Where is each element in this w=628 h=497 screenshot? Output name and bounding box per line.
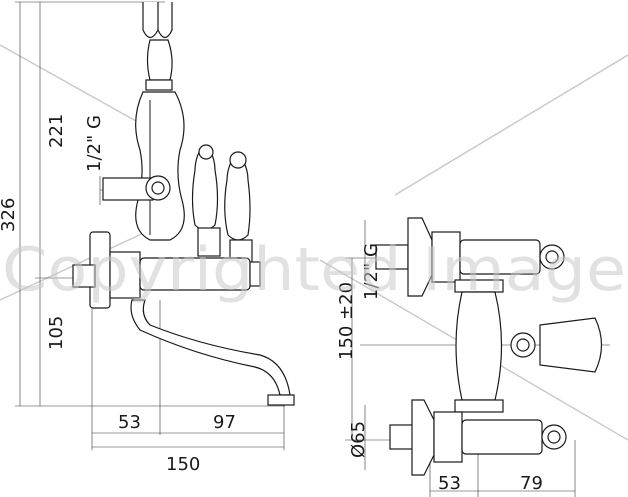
front-column-bottom [454,399,504,413]
mixer-cap [249,261,261,287]
watermark-text: Copyrighted Image [2,235,626,305]
lower-height-label: 105 [46,316,67,350]
handle-left-stem [197,227,221,257]
stem-ring [145,79,173,91]
wall-hook [142,2,173,39]
handle-right [224,159,251,241]
front-lever [539,317,603,373]
spout-reach-label: 97 [213,412,236,433]
spout-outlet [267,394,295,406]
front-upper-cap-inner [545,250,559,264]
upper-stem [146,39,173,81]
front-offset-right-label: 79 [520,473,543,494]
baluster-body [135,91,185,241]
center-distance-label: 150 ±20 [336,282,357,360]
front-offset-left-label: 53 [438,473,461,494]
inlet-pipe [72,264,96,288]
front-center-nut-inner [516,338,530,352]
diameter-label: Ø65 [348,421,369,458]
front-lower-nut [433,411,463,463]
front-lower-flange [411,399,435,476]
front-upper-inlet-pipe [375,244,409,270]
spout-offset-label: 53 [118,412,141,433]
front-column [455,291,503,401]
handle-right-cap [229,151,247,169]
front-lower-cap-inner [547,430,561,444]
handle-left [191,149,219,231]
side-thread-label: 1/2" G [84,115,105,172]
total-height-label: 326 [0,198,19,232]
front-upper-nut [431,231,461,283]
front-view: 1/2" G 150 ±20 Ø65 53 79 [336,217,610,497]
front-lower-body [461,419,543,455]
side-view: 326 221 1/2" G 105 53 97 150 [0,1,295,475]
spout [130,299,291,396]
front-thread-label: 1/2" G [361,243,382,300]
handle-left-cap [198,144,214,160]
upper-height-label: 221 [46,114,67,148]
side-total-width-label: 150 [166,454,200,475]
side-dimension-lines [15,1,285,450]
hose-nut-inner [151,181,165,195]
